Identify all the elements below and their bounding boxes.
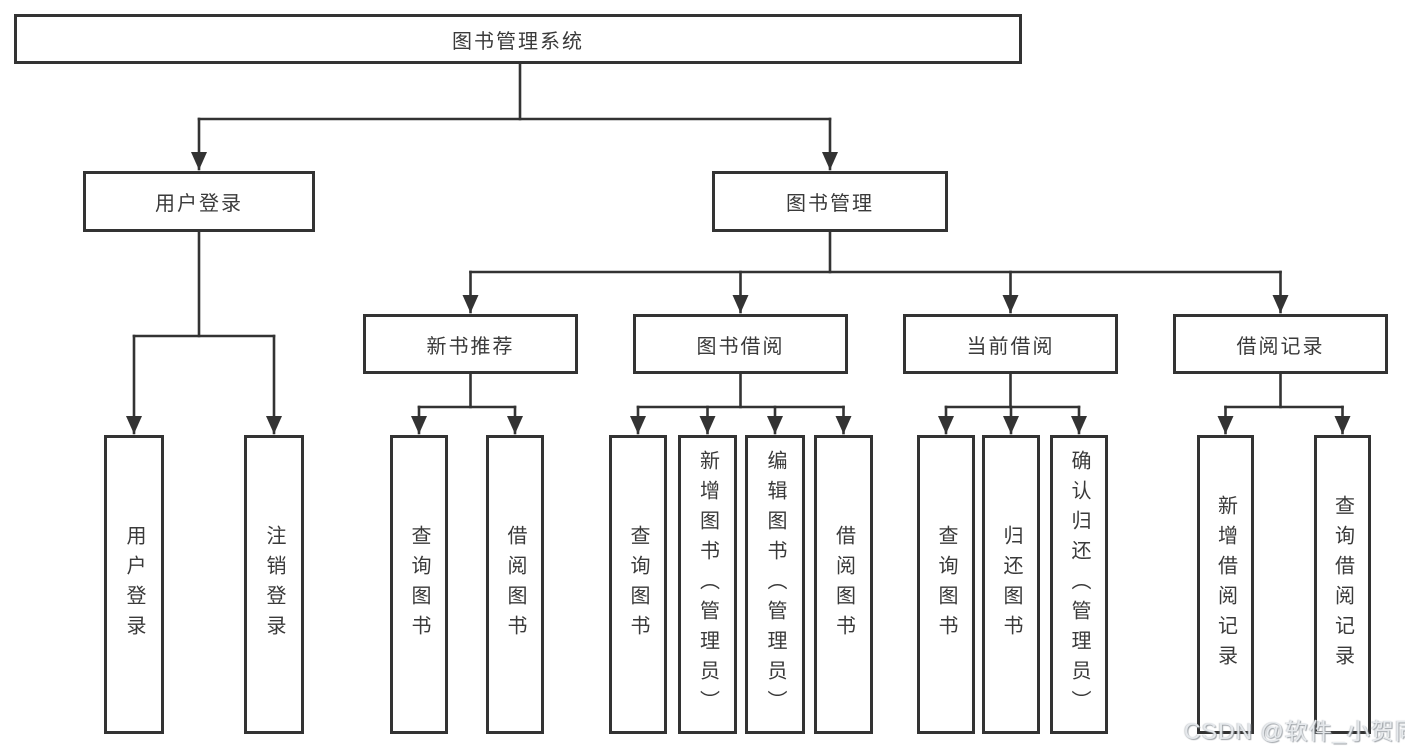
node-book-borrowing: 图书借阅 bbox=[633, 314, 848, 374]
leaf-query-borrow-record-label: 查询借阅记录 bbox=[1331, 494, 1354, 675]
leaf-return-books: 归还图书 bbox=[982, 435, 1040, 734]
leaf-user-login: 用户登录 bbox=[104, 435, 164, 734]
leaf-user-login-label: 用户登录 bbox=[123, 524, 145, 645]
node-library-management-system: 图书管理系统 bbox=[14, 14, 1022, 64]
leaf-borrow-books-recommendation-label: 借阅图书 bbox=[504, 524, 526, 645]
leaf-query-books-recommendation-label: 查询图书 bbox=[408, 524, 430, 645]
leaf-borrow-books-recommendation: 借阅图书 bbox=[486, 435, 544, 734]
node-new-book-recommendation: 新书推荐 bbox=[363, 314, 578, 374]
leaf-query-books-borrowing-label: 查询图书 bbox=[627, 524, 649, 645]
leaf-query-books-current: 查询图书 bbox=[917, 435, 975, 734]
node-borrowing-records: 借阅记录 bbox=[1173, 314, 1388, 374]
leaf-edit-books-admin: 编辑图书（管理员） bbox=[745, 435, 805, 734]
leaf-logout-label: 注销登录 bbox=[263, 524, 285, 645]
leaf-query-books-borrowing: 查询图书 bbox=[609, 435, 667, 734]
leaf-confirm-return-admin: 确认归还（管理员） bbox=[1050, 435, 1108, 734]
leaf-borrow-books-borrowing: 借阅图书 bbox=[814, 435, 873, 734]
leaf-logout: 注销登录 bbox=[244, 435, 304, 734]
leaf-add-books-admin-label: 新增图书（管理员） bbox=[696, 449, 719, 720]
leaf-add-borrow-record-label: 新增借阅记录 bbox=[1214, 494, 1237, 675]
node-book-management: 图书管理 bbox=[712, 171, 948, 232]
node-user-login: 用户登录 bbox=[83, 171, 315, 232]
leaf-add-borrow-record: 新增借阅记录 bbox=[1197, 435, 1254, 734]
leaf-return-books-label: 归还图书 bbox=[1000, 524, 1022, 645]
node-current-borrowing: 当前借阅 bbox=[903, 314, 1118, 374]
leaf-confirm-return-admin-label: 确认归还（管理员） bbox=[1068, 449, 1090, 720]
leaf-query-books-recommendation: 查询图书 bbox=[390, 435, 448, 734]
leaf-query-borrow-record: 查询借阅记录 bbox=[1314, 435, 1371, 734]
leaf-edit-books-admin-label: 编辑图书（管理员） bbox=[764, 449, 786, 720]
leaf-query-books-current-label: 查询图书 bbox=[935, 524, 957, 645]
csdn-watermark: CSDN @软件_小贺同学 bbox=[1184, 718, 1405, 744]
leaf-borrow-books-borrowing-label: 借阅图书 bbox=[832, 524, 855, 645]
leaf-add-books-admin: 新增图书（管理员） bbox=[678, 435, 737, 734]
